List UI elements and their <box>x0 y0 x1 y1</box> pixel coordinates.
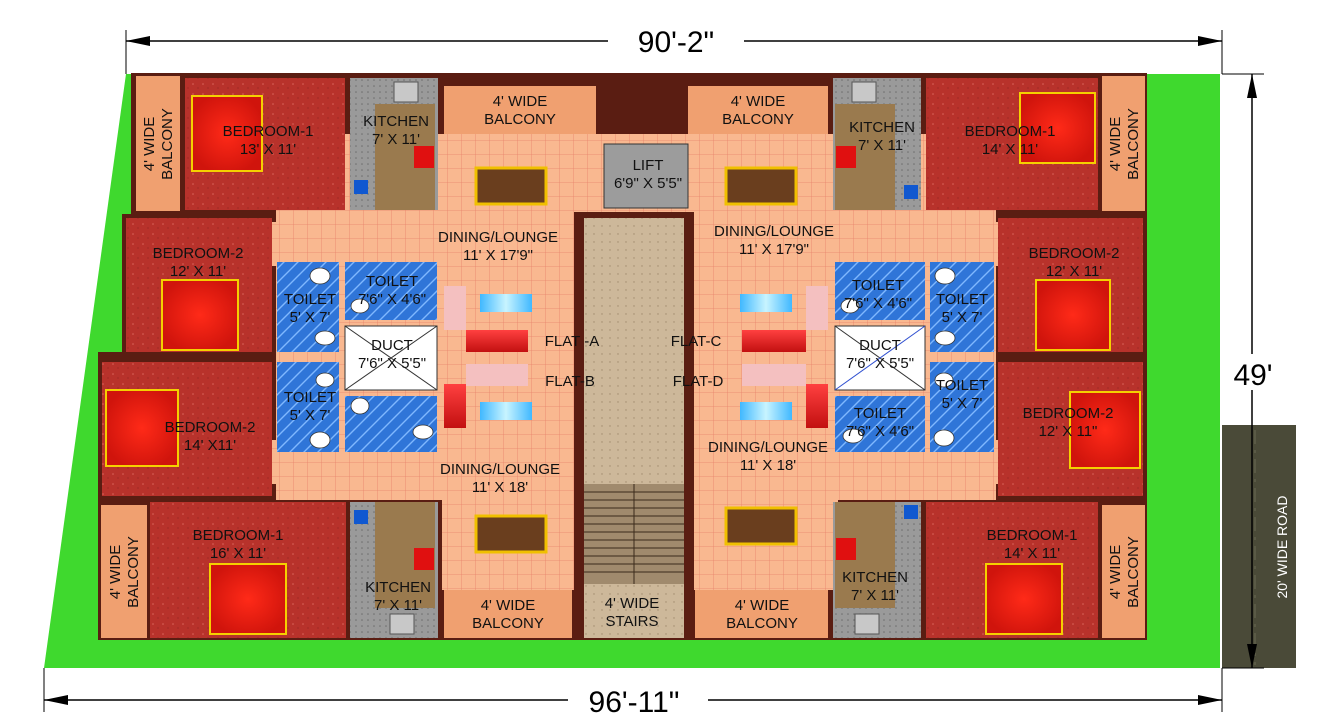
dimension-bottom: 96'-11" <box>43 668 1223 719</box>
flat-label-d: FLAT-D <box>673 373 724 390</box>
room-label-bal-la: 4' WIDEBALCONY <box>141 108 176 180</box>
balconies <box>101 76 1145 638</box>
road-label: 20' WIDE ROAD <box>1274 495 1290 598</box>
kitchens <box>350 78 921 638</box>
road <box>1222 425 1296 668</box>
dimension-top: 90'-2" <box>125 24 1223 74</box>
room-label-bal-rd: 4' WIDEBALCONY <box>1107 536 1142 608</box>
flat-label-b: FLAT-B <box>545 373 595 390</box>
beds <box>105 92 1141 635</box>
ducts <box>344 325 926 391</box>
stairwell <box>574 212 694 640</box>
dimension-right-label: 49' <box>1233 359 1272 392</box>
dimension-top-label: 90'-2" <box>638 26 714 59</box>
room-label-bal-lb: 4' WIDEBALCONY <box>107 536 142 608</box>
lift <box>603 143 689 209</box>
flat-label-a: FLAT -A <box>545 333 599 350</box>
dimension-right: 49' <box>1222 73 1276 669</box>
room-label-bal-rc: 4' WIDEBALCONY <box>1107 108 1142 180</box>
furniture <box>444 166 828 554</box>
dimension-bottom-label: 96'-11" <box>589 686 680 719</box>
toilets <box>277 262 994 452</box>
flat-label-c: FLAT-C <box>671 333 722 350</box>
